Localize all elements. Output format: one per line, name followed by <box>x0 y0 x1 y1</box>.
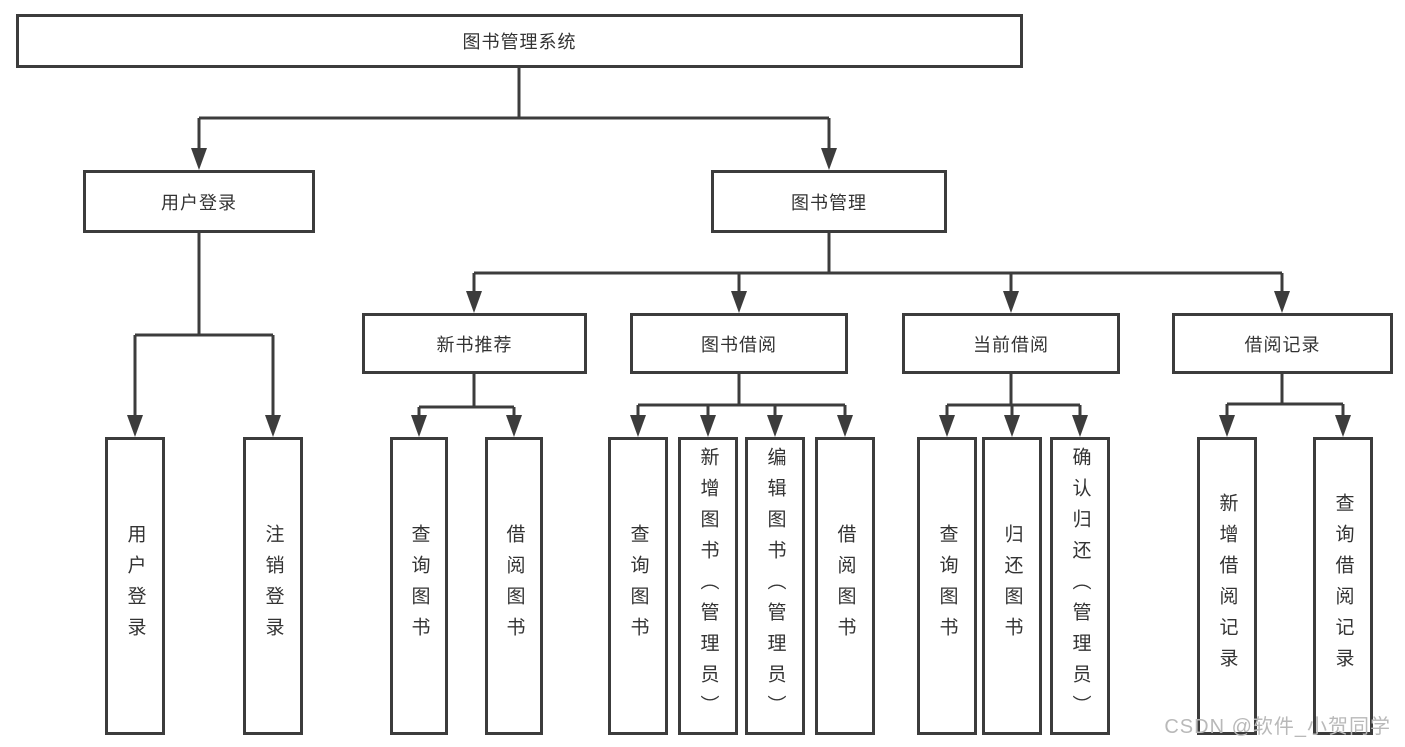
leaf-recommend-query-books: 查询图书 <box>390 437 448 735</box>
leaf-confirm-return-admin: 确认归还（管理员） <box>1050 437 1110 735</box>
leaf-borrow-book: 借阅图书 <box>815 437 875 735</box>
leaf-logout-label: 注销登录 <box>262 524 284 648</box>
leaf-recommend-borrow-books: 借阅图书 <box>485 437 543 735</box>
leaf-add-borrow-record: 新增借阅记录 <box>1197 437 1257 735</box>
node-user-login: 用户登录 <box>83 170 315 233</box>
node-current-borrow: 当前借阅 <box>902 313 1120 374</box>
leaf-query-borrow-record: 查询借阅记录 <box>1313 437 1373 735</box>
leaf-add-book-admin-label: 新增图书（管理员） <box>697 446 719 726</box>
leaf-confirm-return-admin-label: 确认归还（管理员） <box>1069 446 1091 726</box>
node-book-management: 图书管理 <box>711 170 947 233</box>
leaf-user-login-label: 用户登录 <box>124 524 146 648</box>
node-book-borrow: 图书借阅 <box>630 313 848 374</box>
leaf-current-query-books: 查询图书 <box>917 437 977 735</box>
root-node-library-system: 图书管理系统 <box>16 14 1023 68</box>
leaf-edit-book-admin: 编辑图书（管理员） <box>745 437 805 735</box>
leaf-add-borrow-record-label: 新增借阅记录 <box>1216 493 1238 679</box>
leaf-return-book-label: 归还图书 <box>1001 524 1023 648</box>
leaf-borrow-query-books-label: 查询图书 <box>627 524 649 648</box>
leaf-recommend-query-books-label: 查询图书 <box>408 524 430 648</box>
leaf-add-book-admin: 新增图书（管理员） <box>678 437 738 735</box>
leaf-query-borrow-record-label: 查询借阅记录 <box>1332 493 1354 679</box>
leaf-recommend-borrow-books-label: 借阅图书 <box>503 524 525 648</box>
leaf-current-query-books-label: 查询图书 <box>936 524 958 648</box>
leaf-return-book: 归还图书 <box>982 437 1042 735</box>
node-borrow-records: 借阅记录 <box>1172 313 1393 374</box>
node-new-book-recommend: 新书推荐 <box>362 313 587 374</box>
leaf-borrow-book-label: 借阅图书 <box>834 524 856 648</box>
leaf-logout: 注销登录 <box>243 437 303 735</box>
leaf-user-login: 用户登录 <box>105 437 165 735</box>
leaf-edit-book-admin-label: 编辑图书（管理员） <box>764 446 786 726</box>
watermark: CSDN @软件_小贺同学 <box>1164 716 1391 738</box>
leaf-borrow-query-books: 查询图书 <box>608 437 668 735</box>
